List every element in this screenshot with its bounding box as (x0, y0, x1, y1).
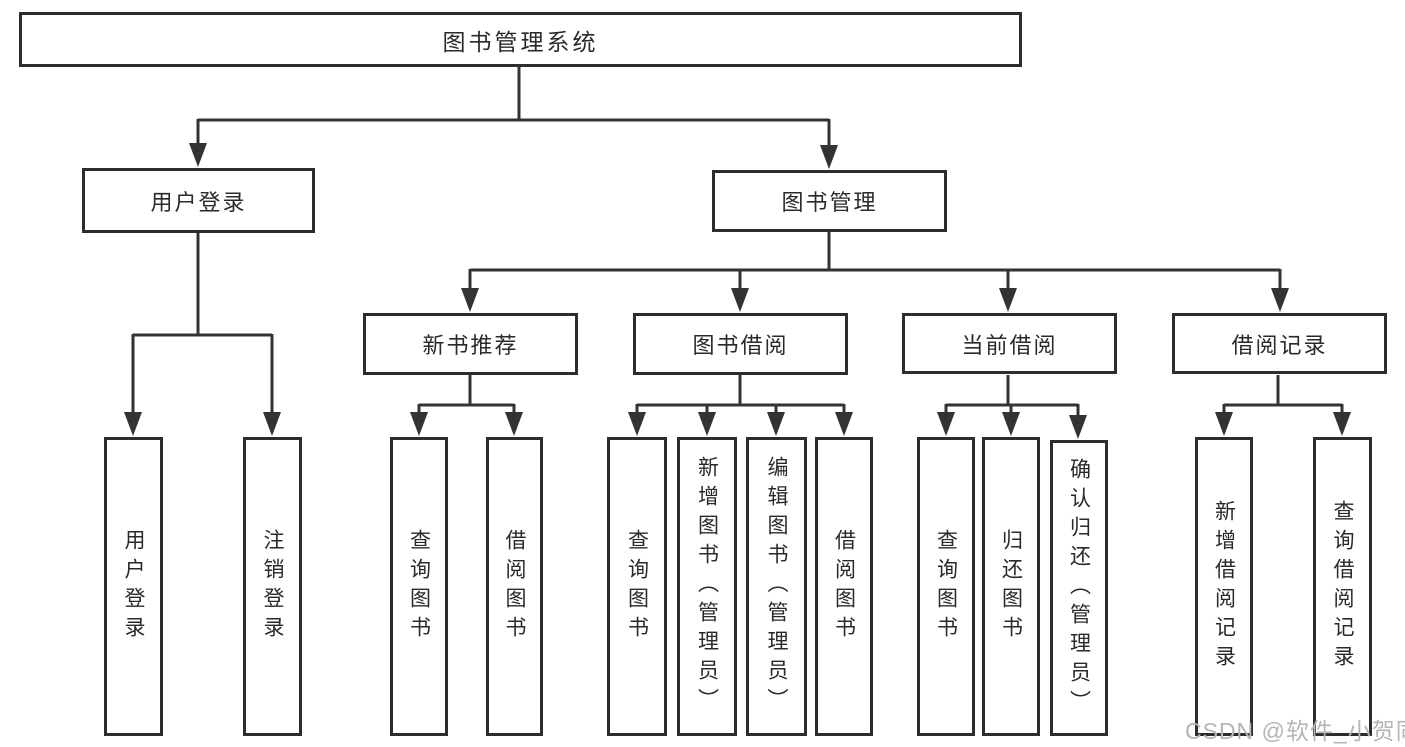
node-user-login: 用户登录 (104, 437, 163, 736)
node-user-login-group: 用户登录 (82, 168, 315, 233)
node-borrowing-records: 借阅记录 (1172, 313, 1387, 374)
node-library-management-system: 图书管理系统 (19, 12, 1022, 67)
node-borrow-books: 借阅图书 (815, 437, 873, 736)
node-new-book-recommendation: 新书推荐 (363, 313, 578, 375)
node-confirm-return-admin: 确认归还（管理员） (1050, 440, 1108, 736)
csdn-watermark: CSDN @软件_小贺同学 (1185, 718, 1405, 744)
node-add-books-admin: 新增图书（管理员） (677, 437, 737, 736)
node-current-borrowing: 当前借阅 (902, 313, 1117, 374)
node-logout: 注销登录 (243, 437, 302, 736)
node-query-books-borrowing: 查询图书 (607, 437, 667, 736)
node-query-borrow-record: 查询借阅记录 (1313, 437, 1372, 736)
node-book-management: 图书管理 (712, 170, 947, 232)
node-return-books: 归还图书 (982, 437, 1040, 736)
node-query-books-current: 查询图书 (917, 437, 975, 736)
node-query-books-recommend: 查询图书 (390, 437, 448, 736)
node-borrow-books-recommend: 借阅图书 (486, 437, 543, 736)
node-add-borrow-record: 新增借阅记录 (1195, 437, 1253, 736)
node-book-borrowing: 图书借阅 (633, 313, 848, 375)
node-edit-books-admin: 编辑图书（管理员） (746, 437, 807, 736)
